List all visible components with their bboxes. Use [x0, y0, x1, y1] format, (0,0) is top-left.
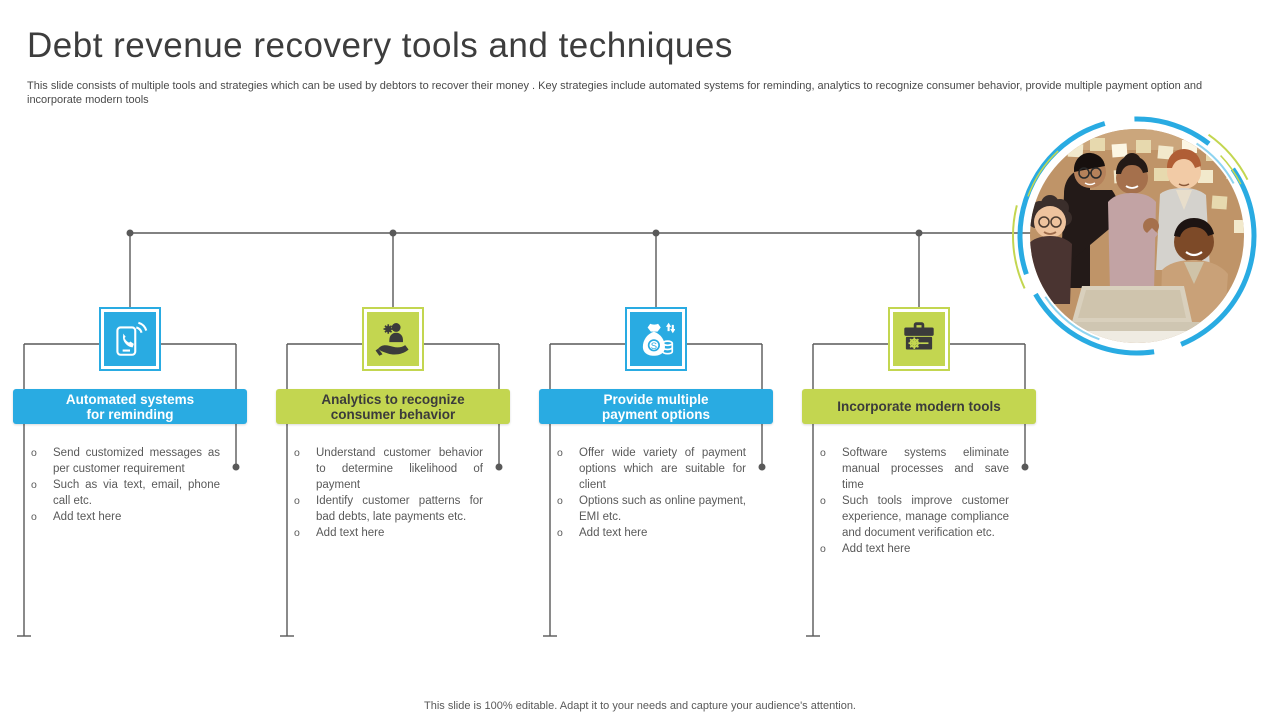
footer-note: This slide is 100% editable. Adapt it to… [424, 700, 856, 712]
bullet-list: Software systems eliminate manual proces… [817, 445, 1009, 557]
slide-description: This slide consists of multiple tools an… [27, 80, 1203, 106]
header-line: Analytics to recognize [321, 391, 465, 407]
bullet-item: Such tools improve customer experience, … [817, 493, 1009, 541]
bullet-item: Add text here [28, 509, 220, 525]
header-line: Automated systems [65, 391, 195, 407]
column-header: Analytics to recognize consumer behavior [276, 389, 510, 424]
header-line: Provide multiple [603, 391, 709, 407]
smartphone-ringing-icon [99, 307, 161, 371]
bullet-item: Send customized messages as per customer… [28, 445, 220, 477]
column-header: Provide multiple payment options [539, 389, 773, 424]
header-line: Incorporate modern tools [837, 399, 1001, 414]
header-line: payment options [601, 406, 710, 422]
bullet-item: Identify customer patterns for bad debts… [291, 493, 483, 525]
bullet-item: Offer wide variety of payment options wh… [554, 445, 746, 493]
column-header: Automated systems for reminding [13, 389, 247, 424]
column-analytics: Analytics to recognize consumer behavior… [273, 300, 513, 650]
bullet-item: Understand customer behavior to determin… [291, 445, 483, 493]
page-title: Debt revenue recovery tools and techniqu… [27, 26, 733, 65]
bullet-list: Send customized messages as per customer… [28, 445, 220, 525]
header-line: consumer behavior [330, 406, 456, 422]
bullet-item: Software systems eliminate manual proces… [817, 445, 1009, 493]
bullet-list: Understand customer behavior to determin… [291, 445, 483, 541]
column-header: Incorporate modern tools [802, 389, 1036, 424]
bullet-list: Offer wide variety of payment options wh… [554, 445, 746, 541]
toolbox-gear-icon [888, 307, 950, 371]
bullet-item: Add text here [817, 541, 1009, 557]
column-modern-tools: Incorporate modern tools Software system… [799, 300, 1039, 650]
money-bag-coins-icon: S [625, 307, 687, 371]
svg-text:S: S [651, 341, 657, 352]
hand-holding-person-icon [362, 307, 424, 371]
bullet-item: Add text here [291, 525, 483, 541]
column-payment-options: S Provide multiple payment options Of [536, 300, 776, 650]
team-photo [1012, 111, 1262, 361]
bullet-item: Options such as online payment, EMI etc. [554, 493, 746, 525]
bullet-item: Such as via text, email, phone call etc. [28, 477, 220, 509]
column-automated-systems: Automated systems for reminding Send cus… [10, 300, 250, 650]
header-line: for reminding [86, 406, 174, 422]
bullet-item: Add text here [554, 525, 746, 541]
